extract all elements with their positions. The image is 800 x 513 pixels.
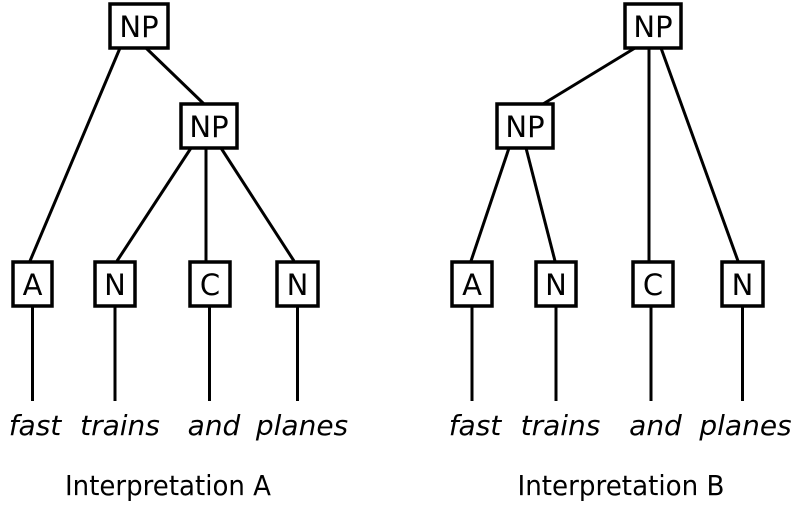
node-label-b-root-np: NP [633, 10, 672, 44]
word-b-fast: fast [449, 409, 503, 442]
node-box-b-leaf-a [450, 260, 494, 308]
node-box-b-leaf-c [631, 260, 675, 308]
edge-a-root-to-a [28, 47, 122, 262]
edge-a-np-to-n1 [115, 147, 193, 262]
node-box-a-leaf-c [188, 260, 232, 308]
node-label-b-leaf-n2: N [732, 268, 754, 302]
word-a-planes: planes [255, 409, 348, 442]
node-label-a-leaf-a: A [23, 268, 43, 302]
node-label-a-leaf-n1: N [104, 268, 126, 302]
edge-a-root-to-np [144, 46, 206, 106]
node-box-a-leaf-n2 [275, 260, 320, 308]
edge-b-root-to-np [542, 46, 636, 106]
tree-interpretation-a: NP NP A N C N fast trains and planes Int… [9, 2, 348, 502]
node-box-a-leaf-a [11, 260, 54, 308]
node-label-b-inner-np: NP [505, 110, 544, 144]
edge-a-np-to-n2 [219, 147, 296, 262]
node-label-a-leaf-n2: N [287, 268, 309, 302]
word-a-trains: trains [80, 409, 160, 442]
node-label-b-leaf-a: A [462, 268, 482, 302]
node-box-b-leaf-n2 [720, 260, 765, 308]
word-b-planes: planes [698, 409, 791, 442]
edge-b-root-to-n2 [659, 47, 740, 262]
edge-b-np-to-n1 [524, 147, 557, 262]
node-box-b-leaf-n1 [534, 260, 578, 308]
node-box-a-root-np [108, 2, 170, 50]
node-label-b-leaf-n1: N [545, 268, 567, 302]
word-b-and: and [629, 409, 682, 442]
edge-b-np-to-a [469, 147, 511, 262]
word-a-and: and [188, 409, 241, 442]
caption-interpretation-b: Interpretation B [518, 469, 725, 502]
caption-interpretation-a: Interpretation A [65, 469, 271, 502]
node-box-a-inner-np [179, 102, 239, 150]
node-label-a-inner-np: NP [189, 110, 228, 144]
node-box-b-inner-np [495, 102, 555, 150]
node-label-b-leaf-c: C [643, 268, 663, 302]
tree-interpretation-b: NP NP A N C N fast trains and planes Int… [449, 2, 792, 502]
node-box-a-leaf-n1 [93, 260, 137, 308]
node-label-a-leaf-c: C [200, 268, 220, 302]
node-box-b-root-np [623, 2, 683, 50]
node-label-a-root-np: NP [119, 10, 158, 44]
word-b-trains: trains [521, 409, 601, 442]
word-a-fast: fast [9, 409, 63, 442]
